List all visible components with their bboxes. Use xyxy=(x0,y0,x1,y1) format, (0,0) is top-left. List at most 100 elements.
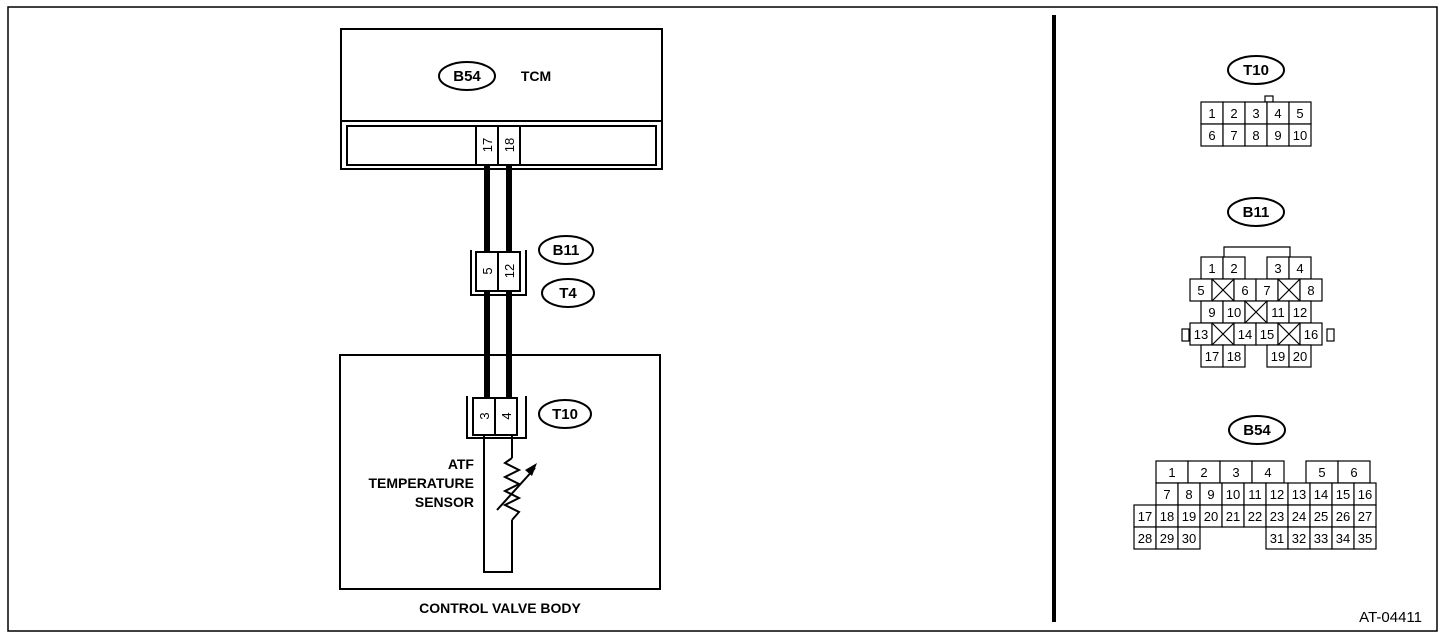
b54-pin-26: 26 xyxy=(1336,509,1350,524)
b54-pin-12: 12 xyxy=(1270,487,1284,502)
b54-pin-28: 28 xyxy=(1138,531,1152,546)
b11-pin-2: 2 xyxy=(1230,261,1237,276)
b11-oval xyxy=(538,235,594,265)
b54-pin-35-cell xyxy=(1353,526,1377,550)
b54-pin-17: 17 xyxy=(1138,509,1152,524)
b11-pin-6: 6 xyxy=(1241,283,1248,298)
sensor-label-line2: TEMPERATURE xyxy=(368,475,474,491)
b11-pin-1: 1 xyxy=(1208,261,1215,276)
b54-pin-31: 31 xyxy=(1270,531,1284,546)
sensor-resistor xyxy=(502,457,522,521)
t10-pin-5: 5 xyxy=(1296,106,1303,121)
b11-pin-18-cell xyxy=(1222,344,1246,368)
t10-pin-10: 10 xyxy=(1293,128,1307,143)
b11-pin-12: 12 xyxy=(1293,305,1307,320)
control-valve-body-label: CONTROL VALVE BODY xyxy=(419,600,581,616)
intermediate-pin-5: 5 xyxy=(480,267,495,274)
b54-pin-23: 23 xyxy=(1270,509,1284,524)
control-valve-body: 3 4 T10 ATF TEMPERATURE SENSOR xyxy=(339,354,661,590)
b54-pin-30-cell xyxy=(1177,526,1201,550)
t4-label: T4 xyxy=(559,285,577,302)
b54-pin-11: 11 xyxy=(1248,487,1262,502)
b54-pin-3: 3 xyxy=(1232,465,1239,480)
tcm-connector-oval xyxy=(438,61,496,91)
b54-pin-7: 7 xyxy=(1163,487,1170,502)
sensor-label-line3: SENSOR xyxy=(415,494,474,510)
b54-pin-32: 32 xyxy=(1292,531,1306,546)
b11-pin-17: 17 xyxy=(1205,349,1219,364)
b54-pin-30: 30 xyxy=(1182,531,1196,546)
b54-pin-19: 19 xyxy=(1182,509,1196,524)
b11-pin-19: 19 xyxy=(1271,349,1285,364)
b54-pin-4: 4 xyxy=(1264,465,1271,480)
tcm-connector-id: B54 xyxy=(453,68,481,85)
b11-pin-13: 13 xyxy=(1194,327,1208,342)
b11-face-id: B11 xyxy=(1243,204,1270,221)
t10-oval xyxy=(538,399,592,429)
b54-pin-20: 20 xyxy=(1204,509,1218,524)
outer-frame xyxy=(7,6,1438,632)
b54-pin-24: 24 xyxy=(1292,509,1306,524)
t10-pin-4: 4 xyxy=(1274,106,1281,121)
b11-pin-15: 15 xyxy=(1260,327,1274,342)
t10-pin-3: 3 xyxy=(1252,106,1259,121)
t10-pin-1: 1 xyxy=(1208,106,1215,121)
sensor-pin-4: 4 xyxy=(499,412,514,419)
b54-pin-2: 2 xyxy=(1200,465,1207,480)
b11-pin-18: 18 xyxy=(1227,349,1241,364)
b54-pin-8: 8 xyxy=(1185,487,1192,502)
t10-label: T10 xyxy=(552,406,578,423)
intermediate-connector: 5 12 B11 T4 xyxy=(470,235,595,308)
b11-pin-14: 14 xyxy=(1238,327,1252,342)
tcm-box: B54 TCM 17 18 xyxy=(340,28,663,170)
intermediate-pin-12: 12 xyxy=(502,264,517,278)
b54-pin-21: 21 xyxy=(1226,509,1240,524)
t10-pin-7: 7 xyxy=(1230,128,1237,143)
b54-pin-22: 22 xyxy=(1248,509,1262,524)
t10-pin-2: 2 xyxy=(1230,106,1237,121)
b54-pin-27: 27 xyxy=(1358,509,1372,524)
t4-oval xyxy=(541,278,595,308)
tcm-pin-17: 17 xyxy=(480,138,495,152)
b11-pin-20: 20 xyxy=(1293,349,1307,364)
figure-id: AT-04411 xyxy=(1359,609,1422,626)
b54-pin-18: 18 xyxy=(1160,509,1174,524)
b54-pin-6: 6 xyxy=(1350,465,1357,480)
b54-pin-15: 15 xyxy=(1336,487,1350,502)
b54-face-id: B54 xyxy=(1243,422,1271,439)
b11-label: B11 xyxy=(553,242,580,259)
b54-pin-25: 25 xyxy=(1314,509,1328,524)
b54-pin-34: 34 xyxy=(1336,531,1350,546)
sensor-pin-3: 3 xyxy=(477,412,492,419)
b54-pin-13: 13 xyxy=(1292,487,1306,502)
tcm-pin-18: 18 xyxy=(502,138,517,152)
b11-pin-8: 8 xyxy=(1307,283,1314,298)
t10-face-id: T10 xyxy=(1243,62,1269,79)
t10-pin-9: 9 xyxy=(1274,128,1281,143)
tcm-label: TCM xyxy=(521,68,551,84)
harness-wires xyxy=(484,165,512,398)
b11-pin-3: 3 xyxy=(1274,261,1281,276)
b11-pin-5: 5 xyxy=(1197,283,1204,298)
b11-pin-10: 10 xyxy=(1227,305,1241,320)
b54-pin-16: 16 xyxy=(1358,487,1372,502)
t10-pin-8: 8 xyxy=(1252,128,1259,143)
b11-pin-7: 7 xyxy=(1263,283,1270,298)
b54-pin-1: 1 xyxy=(1168,465,1175,480)
b54-pin-14: 14 xyxy=(1314,487,1328,502)
b54-pin-35: 35 xyxy=(1358,531,1372,546)
b11-pin-9: 9 xyxy=(1208,305,1215,320)
b11-pin-4: 4 xyxy=(1296,261,1303,276)
b11-pin-16: 16 xyxy=(1304,327,1318,342)
b54-pin-29: 29 xyxy=(1160,531,1174,546)
b11-pin-20-cell xyxy=(1288,344,1312,368)
t10-pin-6: 6 xyxy=(1208,128,1215,143)
sensor-label-line1: ATF xyxy=(448,456,475,472)
